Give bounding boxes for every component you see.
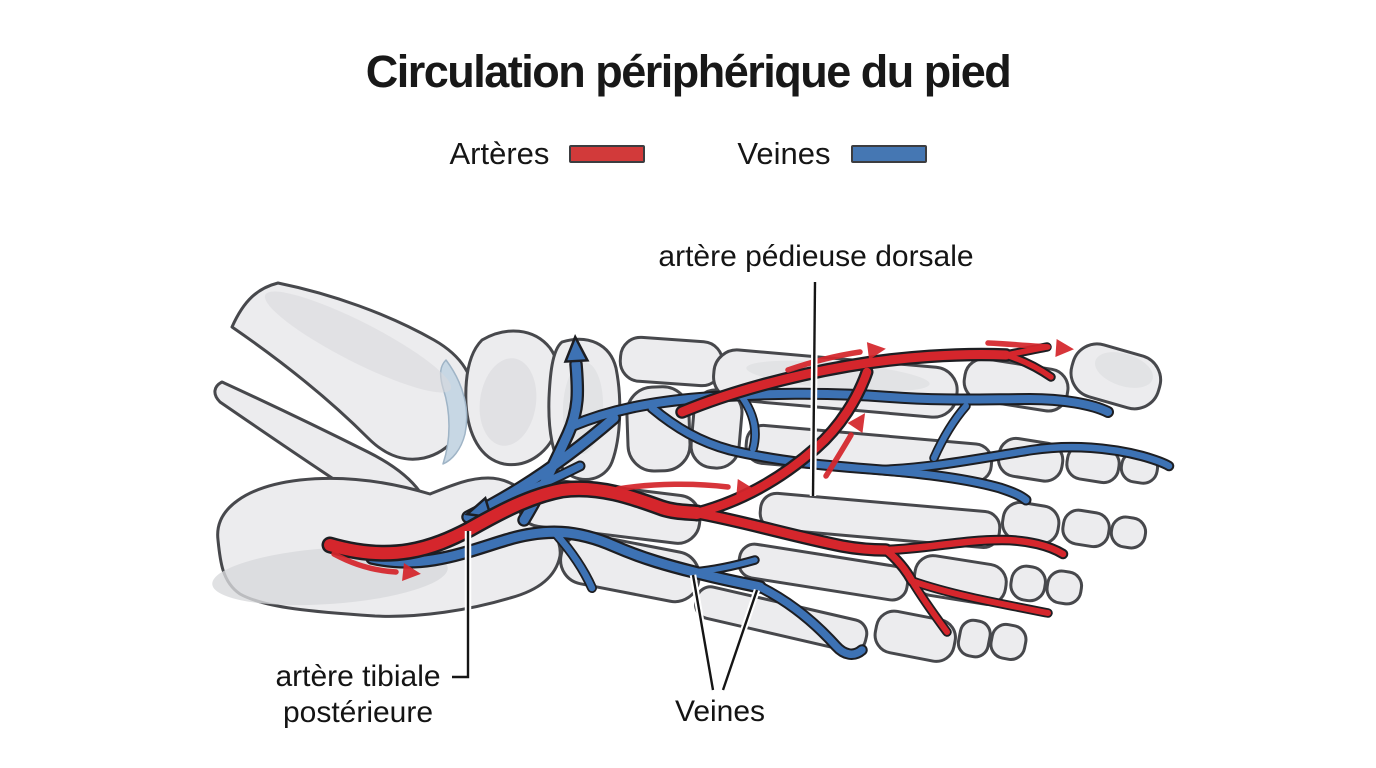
label-dorsal-pedis-artery: artère pédieuse dorsale xyxy=(658,240,974,273)
plantar-branch-mid xyxy=(909,578,1051,616)
leader-posterior-tibial xyxy=(452,531,470,679)
metatarsal-3-bone xyxy=(758,491,1002,549)
dorsal-vein-1-branch xyxy=(931,403,969,461)
plantar-artery xyxy=(692,508,891,555)
plantar-branch-stem xyxy=(882,546,916,585)
legend-veins-label: Veines xyxy=(737,136,831,171)
legend-item-veins: Veines xyxy=(737,136,927,172)
label-veins: Veines xyxy=(674,695,766,728)
medial-cuneiform-bone xyxy=(618,335,724,388)
vein-connector xyxy=(739,394,759,452)
leader-veins-right xyxy=(721,589,759,691)
flow-arrow-big-toe xyxy=(985,340,1051,350)
label-posterior-tibial-artery: artère tibiale postérieure xyxy=(275,659,440,731)
artery-color-swatch xyxy=(569,145,646,163)
toe4-phalanx-b-bone xyxy=(1009,564,1047,603)
flow-arrow-heel xyxy=(331,551,399,575)
deep-plantar-vein xyxy=(367,527,765,592)
label-posterior-tibial-line1: artère tibiale xyxy=(275,660,441,693)
vein-drop-branch xyxy=(552,530,596,592)
vein-color-swatch xyxy=(850,145,927,163)
big-toe-artery-lower xyxy=(1003,352,1054,380)
flow-arrow-perforator xyxy=(823,432,854,479)
toe4-phalanx-c-bone xyxy=(1045,569,1084,606)
toe3-phalanx-c-bone xyxy=(1109,515,1148,550)
leader-dorsal-artery xyxy=(811,281,817,497)
page-title: Circulation périphérique du pied xyxy=(365,46,1012,97)
dorsalis-pedis-artery xyxy=(677,349,1011,417)
leader-veins-left xyxy=(691,574,715,691)
plantar-branch-upper xyxy=(882,536,1067,558)
label-posterior-tibial-line2: postérieure xyxy=(282,696,434,729)
posterior-tibial-artery xyxy=(324,482,703,560)
lateral-plantar-vein xyxy=(756,583,866,658)
plantar-vein-branch xyxy=(691,557,758,575)
toe5-phalanx-b-bone xyxy=(956,618,992,659)
bone-shading xyxy=(212,291,1153,606)
toe3-phalanx-b-bone xyxy=(1061,508,1111,549)
tibia-bone xyxy=(230,281,475,461)
leader-lines xyxy=(452,281,819,692)
artery-network xyxy=(321,342,1069,637)
flow-arrow-dorsal xyxy=(785,349,863,373)
metatarsal-4-bone xyxy=(737,542,910,602)
dorsal-vein-2-long-branch xyxy=(878,443,1173,474)
legend-arteries-label: Artères xyxy=(449,136,550,171)
plantar-branch-lower xyxy=(909,578,950,635)
vein-up-arrowhead xyxy=(563,334,590,363)
vein-flow-arrow-shaft xyxy=(486,462,584,510)
legend: Artères Veines xyxy=(0,136,1376,172)
dorsal-vein-2 xyxy=(648,404,1030,504)
flow-arrow-arch xyxy=(615,481,731,492)
dorsal-vein-1 xyxy=(568,389,1112,430)
arterial-flow-arrows xyxy=(331,339,1074,581)
toe5-phalanx-c-bone xyxy=(989,622,1028,661)
legend-item-arteries: Artères xyxy=(450,136,646,172)
